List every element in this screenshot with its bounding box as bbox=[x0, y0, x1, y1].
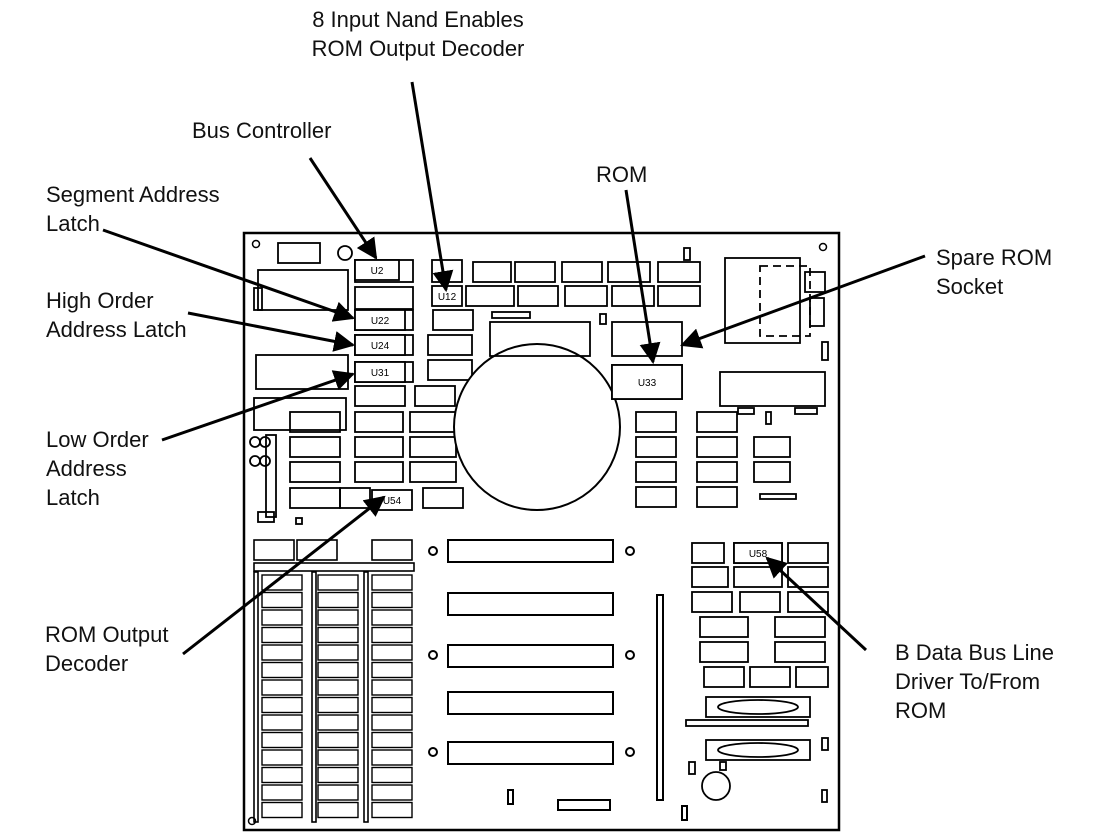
callout-high-order-line1: High Order bbox=[46, 286, 187, 315]
callout-segment-latch-line2: Latch bbox=[46, 209, 220, 238]
chip-label-u33: U33 bbox=[638, 378, 657, 389]
callout-bus-controller-line1: Bus Controller bbox=[192, 116, 331, 145]
callout-segment-latch-line1: Segment Address bbox=[46, 180, 220, 209]
callout-rom: ROM bbox=[596, 160, 647, 189]
callout-nand-line2: ROM Output Decoder bbox=[268, 34, 568, 63]
callout-nand: 8 Input Nand Enables ROM Output Decoder bbox=[268, 5, 568, 63]
callout-spare-rom-line2: Socket bbox=[936, 272, 1052, 301]
callout-low-order: Low Order Address Latch bbox=[46, 425, 149, 512]
callout-segment-latch: Segment Address Latch bbox=[46, 180, 220, 238]
callout-rom-output-decoder-line1: ROM Output bbox=[45, 620, 168, 649]
chip-label-u31: U31 bbox=[371, 368, 390, 379]
callout-rom-line1: ROM bbox=[596, 160, 647, 189]
callout-nand-line1: 8 Input Nand Enables bbox=[268, 5, 568, 34]
callout-b-data-bus-line1: B Data Bus Line bbox=[895, 638, 1054, 667]
callout-b-data-bus-line3: ROM bbox=[895, 696, 1054, 725]
chip-label-u2: U2 bbox=[371, 266, 384, 277]
callout-low-order-line2: Address bbox=[46, 454, 149, 483]
callout-spare-rom: Spare ROM Socket bbox=[936, 243, 1052, 301]
chip-label-u12: U12 bbox=[438, 292, 457, 303]
callout-high-order-line2: Address Latch bbox=[46, 315, 187, 344]
callout-high-order: High Order Address Latch bbox=[46, 286, 187, 344]
callout-spare-rom-line1: Spare ROM bbox=[936, 243, 1052, 272]
callout-rom-output-decoder: ROM Output Decoder bbox=[45, 620, 168, 678]
callout-rom-output-decoder-line2: Decoder bbox=[45, 649, 168, 678]
chip-label-u58: U58 bbox=[749, 549, 768, 560]
callout-b-data-bus: B Data Bus Line Driver To/From ROM bbox=[895, 638, 1054, 725]
callout-bus-controller: Bus Controller bbox=[192, 116, 331, 145]
chip-label-u24: U24 bbox=[371, 341, 390, 352]
chip-label-u22: U22 bbox=[371, 316, 390, 327]
callout-low-order-line3: Latch bbox=[46, 483, 149, 512]
speaker-circle bbox=[454, 344, 620, 510]
chip-label-u54: U54 bbox=[383, 496, 402, 507]
callout-b-data-bus-line2: Driver To/From bbox=[895, 667, 1054, 696]
callout-low-order-line1: Low Order bbox=[46, 425, 149, 454]
